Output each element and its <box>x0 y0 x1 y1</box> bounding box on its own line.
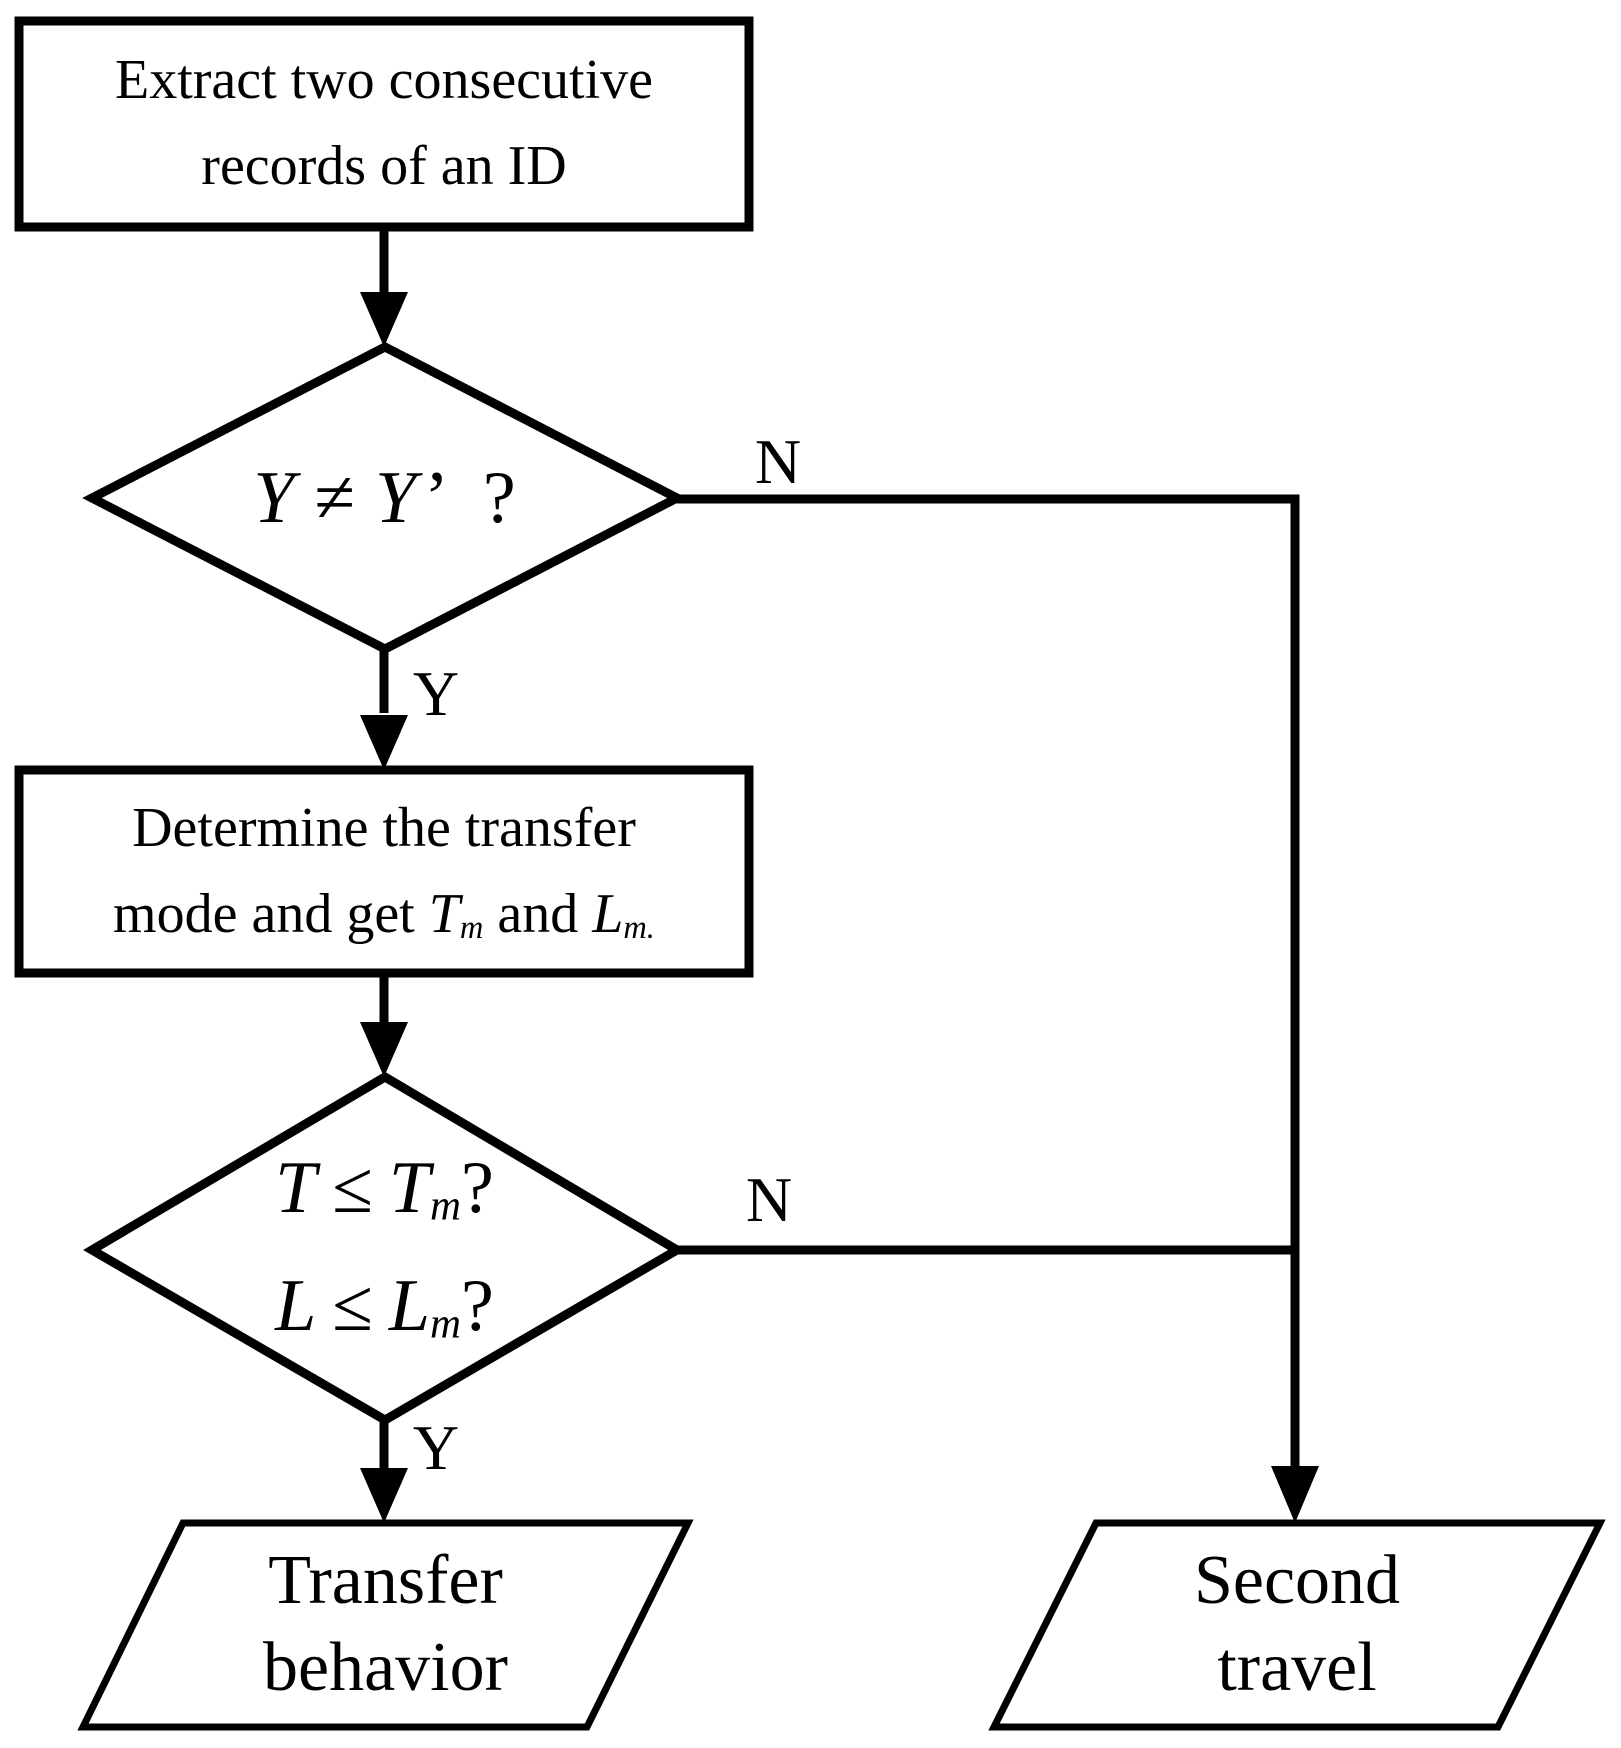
edge-start-to-decision1 <box>360 227 408 347</box>
process-determine-line1: Determine the transfer <box>132 796 636 859</box>
process-determine-line2: mode and get Tm and Lm. <box>113 882 655 946</box>
process-extract-records-shape <box>14 16 754 232</box>
process-extract-line1: Extract two consecutive <box>114 49 653 112</box>
decision-threshold-label: T≤Tm? L≤Lm? <box>92 1077 677 1420</box>
io-second-line1: Second <box>1193 1542 1401 1620</box>
arrowhead-down-icon <box>1271 1466 1319 1523</box>
arrowhead-down-icon <box>360 1022 408 1077</box>
io-transfer-behavior-label: Transfer behavior <box>83 1523 688 1727</box>
label-decision1-yes: Y <box>412 658 460 729</box>
decision-threshold-shape <box>83 1071 686 1426</box>
edge-decision1-no <box>677 494 1319 1523</box>
process-extract-line2: records of an ID <box>201 135 567 197</box>
label-decision2-yes: Y <box>412 1412 460 1483</box>
label-decision2-no: N <box>745 1164 793 1235</box>
edge-decision1-yes <box>360 648 408 770</box>
io-transfer-line2: behavior <box>263 1629 508 1706</box>
arrowhead-down-icon <box>360 715 408 770</box>
decision-threshold-row2: L≤Lm? <box>275 1264 494 1348</box>
decision-station-label: Y≠Y’? <box>92 347 677 649</box>
process-extract-records-label: Extract two consecutive records of an ID <box>19 21 749 227</box>
arrowhead-down-icon <box>360 1468 408 1523</box>
io-transfer-behavior-shape <box>77 1519 694 1731</box>
io-transfer-line1: Transfer <box>268 1542 503 1620</box>
decision-threshold-row1: T≤Tm? <box>275 1146 494 1230</box>
process-determine-mode-shape <box>14 765 754 978</box>
label-decision1-no: N <box>754 426 802 497</box>
decision-station-shape <box>82 341 687 655</box>
arrowhead-down-icon <box>360 292 408 347</box>
io-second-travel-shape <box>988 1519 1606 1731</box>
io-second-line2: travel <box>1217 1629 1377 1706</box>
edge-decision2-yes <box>360 1420 408 1523</box>
edge-process2-to-decision2 <box>360 973 408 1077</box>
decision-station-expression: Y≠Y’? <box>253 457 516 539</box>
io-second-travel-label: Second travel <box>994 1523 1600 1727</box>
process-determine-mode-label: Determine the transfer mode and get Tm a… <box>19 770 749 973</box>
